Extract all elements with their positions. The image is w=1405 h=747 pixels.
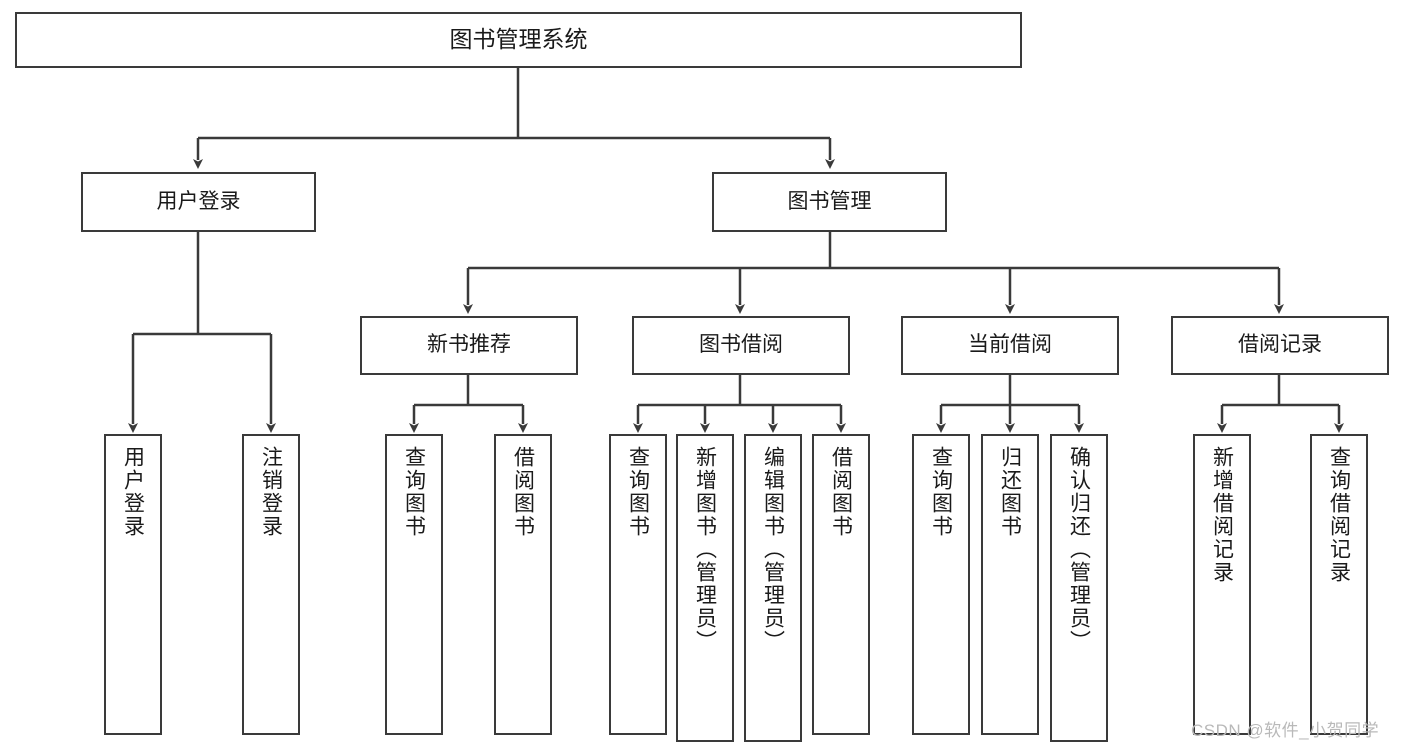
node-user-login[interactable]: 用户登录 <box>81 172 316 232</box>
node-label: 借阅图书 <box>511 446 535 538</box>
node-label: 借阅图书 <box>829 446 853 538</box>
node-label: 图书借阅 <box>699 333 783 357</box>
leaf-borrow-edit-book-admin[interactable]: 编辑图书（管理员） <box>744 434 802 742</box>
node-label: 图书管理系统 <box>449 26 588 53</box>
leaf-user-login-signin[interactable]: 用户登录 <box>104 434 162 735</box>
node-label: 借阅记录 <box>1238 333 1322 357</box>
node-system-root[interactable]: 图书管理系统 <box>15 12 1022 68</box>
node-label: 归还图书 <box>998 446 1022 538</box>
leaf-current-confirm-return-admin[interactable]: 确认归还（管理员） <box>1050 434 1108 742</box>
leaf-current-query-book[interactable]: 查询图书 <box>912 434 970 735</box>
node-label: 新增借阅记录 <box>1210 446 1234 584</box>
leaf-record-query-record[interactable]: 查询借阅记录 <box>1310 434 1368 735</box>
node-label: 查询图书 <box>626 446 650 538</box>
node-label: 当前借阅 <box>968 333 1052 357</box>
node-label: 图书管理 <box>787 189 872 213</box>
node-new-book-recommend[interactable]: 新书推荐 <box>360 316 578 375</box>
leaf-user-login-signout[interactable]: 注销登录 <box>242 434 300 735</box>
node-label: 注销登录 <box>259 446 283 538</box>
node-book-borrow[interactable]: 图书借阅 <box>632 316 850 375</box>
leaf-record-add-record[interactable]: 新增借阅记录 <box>1193 434 1251 735</box>
node-label: 查询图书 <box>929 446 953 538</box>
leaf-current-return-book[interactable]: 归还图书 <box>981 434 1039 735</box>
leaf-recommend-query-book[interactable]: 查询图书 <box>385 434 443 735</box>
leaf-borrow-borrow-book[interactable]: 借阅图书 <box>812 434 870 735</box>
node-label: 用户登录 <box>121 446 145 538</box>
node-label: 用户登录 <box>156 189 241 213</box>
leaf-borrow-query-book[interactable]: 查询图书 <box>609 434 667 735</box>
node-label: 确认归还（管理员） <box>1067 446 1091 653</box>
node-label: 新书推荐 <box>427 333 511 357</box>
csdn-watermark: CSDN @软件_小贺同学 <box>1191 721 1380 740</box>
leaf-borrow-add-book-admin[interactable]: 新增图书（管理员） <box>676 434 734 742</box>
node-borrow-record[interactable]: 借阅记录 <box>1171 316 1389 375</box>
leaf-recommend-borrow-book[interactable]: 借阅图书 <box>494 434 552 735</box>
node-label: 编辑图书（管理员） <box>761 446 785 653</box>
node-label: 新增图书（管理员） <box>693 446 717 653</box>
node-label: 查询借阅记录 <box>1327 446 1351 584</box>
node-label: 查询图书 <box>402 446 426 538</box>
node-current-borrow[interactable]: 当前借阅 <box>901 316 1119 375</box>
node-book-management[interactable]: 图书管理 <box>712 172 947 232</box>
